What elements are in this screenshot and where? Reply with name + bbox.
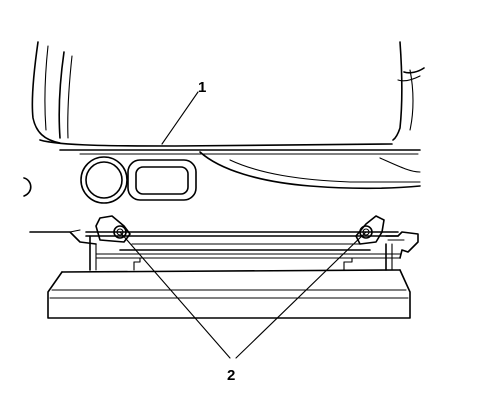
callout-1: 1: [161, 79, 206, 145]
round-lamp: [80, 156, 128, 204]
bumper-assembly: [29, 215, 419, 319]
rectangular-lamp: [127, 159, 197, 201]
fastener-right: [359, 225, 373, 239]
vehicle-body-outline: [23, 41, 425, 197]
callout-2: 2: [119, 231, 367, 384]
callout-2-label: 2: [227, 367, 235, 384]
callout-1-label: 1: [198, 79, 206, 96]
fastener-left: [113, 225, 127, 239]
